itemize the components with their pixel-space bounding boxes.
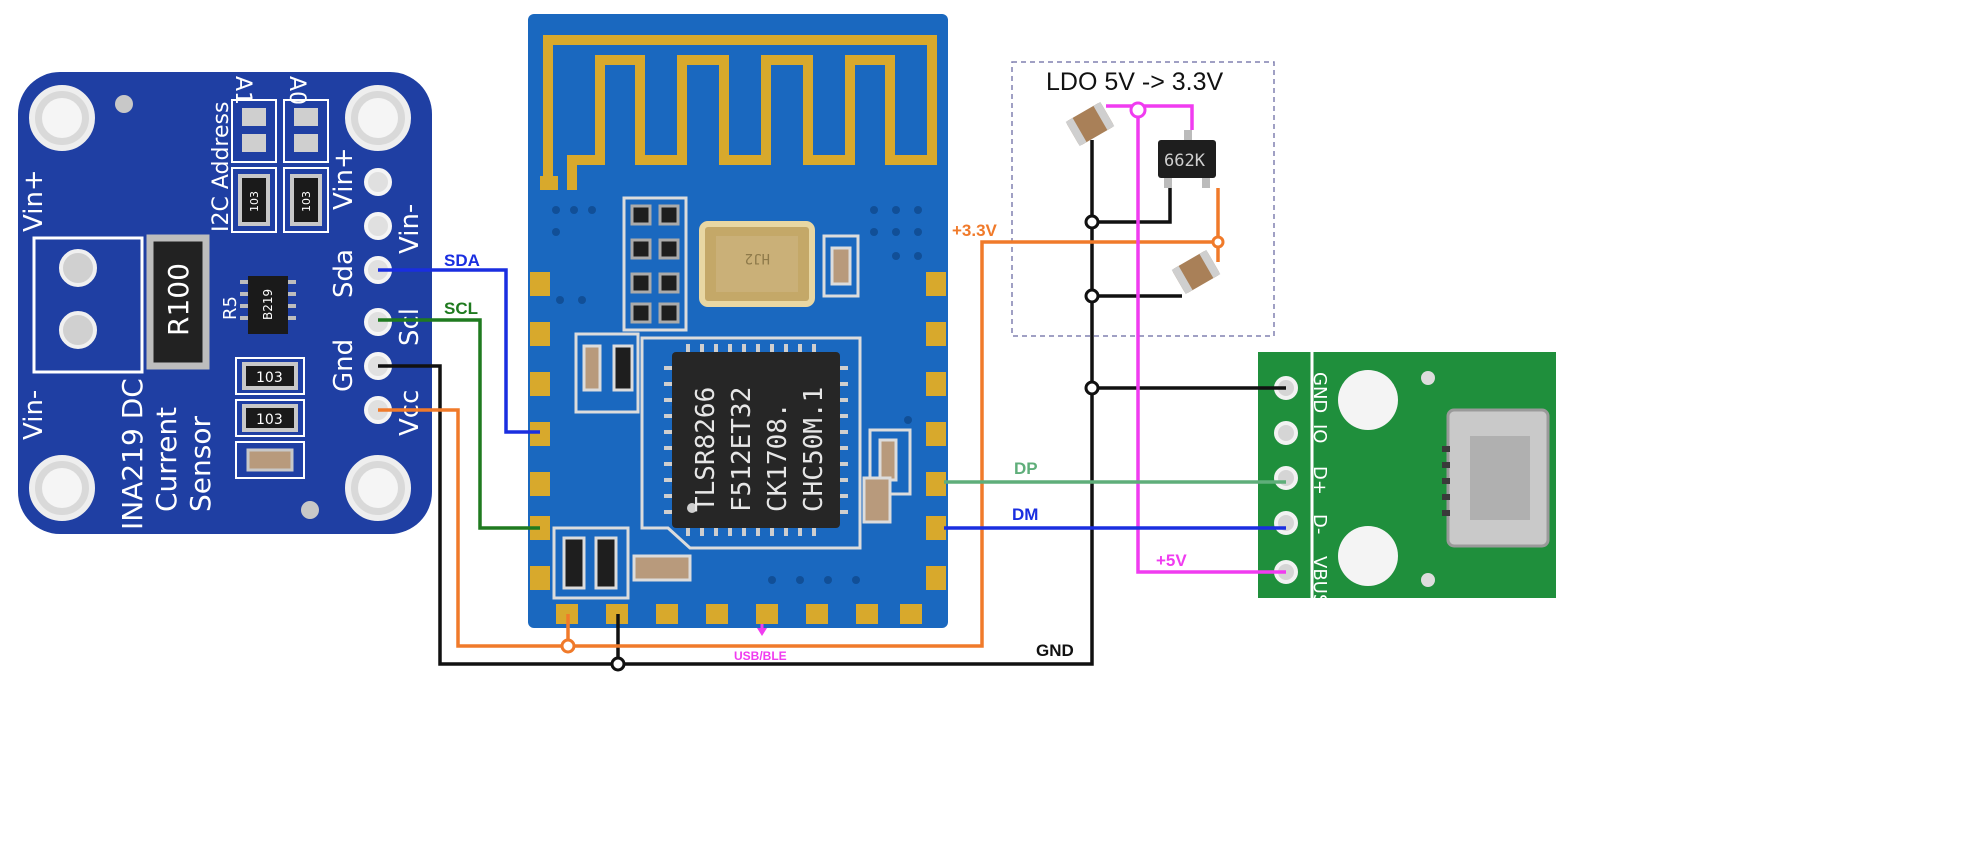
pin-pad: [364, 212, 392, 240]
usb-pin-label-vbus: VBUS: [1309, 556, 1330, 605]
wires: [378, 104, 1286, 666]
ble-module: HJ2 TLSR8266 F512ET32 CK1708. CHC50M.1: [528, 14, 948, 628]
chip-marking-line-2: F512ET32: [727, 387, 757, 512]
board-title-line-3: Sensor: [184, 416, 217, 512]
usb-pin-label-dplus: D+: [1309, 466, 1330, 495]
capacitor: [1171, 249, 1221, 295]
junction-dot: [610, 656, 626, 672]
shunt-ref: R5: [220, 296, 241, 320]
v33-label: +3.3V: [952, 221, 998, 240]
usb-pin-label-io: IO: [1309, 424, 1330, 443]
terminal-label-vin-plus: Vin+: [19, 169, 49, 232]
pin-label-gnd: Gnd: [329, 339, 359, 392]
pin-pad: [364, 308, 392, 336]
wire-labels: SDA SCL +3.3V DP DM +5V GND USB/BLE: [444, 221, 1187, 663]
pin-label-vin-plus: Vin+: [329, 147, 359, 210]
crystal-marking: HJ2: [745, 250, 770, 266]
sda-label: SDA: [444, 251, 480, 270]
usb-breakout-board: GND IO D+ D- VBUS: [1258, 352, 1556, 605]
dp-label: DP: [1014, 459, 1038, 478]
capacitor: [1065, 101, 1115, 147]
tlsr8266-chip: [672, 352, 840, 528]
chip-marking-line-3: CK1708.: [763, 402, 793, 512]
usb-pin-pad: [1274, 466, 1298, 490]
junction-dot: [1084, 380, 1100, 396]
ldo-title: LDO 5V -> 3.3V: [1046, 68, 1223, 96]
shunt-label: R100: [162, 263, 195, 336]
screw-terminal: [32, 236, 144, 374]
pin-label-scl: Scl: [395, 308, 425, 346]
junction-dot: [1084, 214, 1100, 230]
junction-dot: [1084, 288, 1100, 304]
usb-pin-pad: [1274, 511, 1298, 535]
terminal-label-vin-minus: Vin-: [19, 390, 49, 440]
usb-ble-label: USB/BLE: [734, 649, 787, 663]
pcb-antenna: [543, 35, 937, 190]
ina219-board: Vin+ Vin- R100 R5 B219 I2C Address A1 A0…: [18, 72, 432, 534]
ina219-ic-marking: B219: [261, 289, 275, 320]
dm-label: DM: [1012, 505, 1038, 524]
resistor-marking: 103: [248, 191, 261, 212]
resistor-marking: 103: [300, 191, 313, 212]
ldo-box: [1011, 61, 1275, 337]
ldo-section: LDO 5V -> 3.3V 662K: [1011, 61, 1275, 337]
scl-wire: [378, 318, 540, 530]
chip-marking-line-1: TLSR8266: [691, 387, 721, 512]
resistor-marking: 103: [256, 412, 283, 428]
chip-marking-line-4: CHC50M.1: [799, 387, 829, 512]
shunt-resistor: [146, 234, 210, 370]
board-title-line-1: INA219 DC: [116, 378, 149, 530]
pin-label-vin-minus: Vin-: [395, 204, 425, 254]
resistor-marking: 103: [256, 370, 283, 386]
board-title-line-2: Current: [150, 407, 183, 512]
ina219-ic: [248, 276, 288, 334]
sda-wire: [378, 268, 540, 434]
i2c-address-label: I2C Address: [209, 102, 234, 232]
pin-label-sda: Sda: [329, 249, 359, 298]
usb-pin-pad: [1274, 421, 1298, 445]
gnd-label: GND: [1036, 641, 1074, 660]
junctions: [560, 101, 1225, 672]
junction-dot: [1129, 101, 1147, 119]
v5-wire: [1136, 112, 1286, 574]
junction-dot: [1211, 235, 1225, 249]
junction-dot: [560, 638, 576, 654]
pin-label-vcc: Vcc: [395, 390, 425, 436]
regulator-marking: 662K: [1164, 151, 1206, 171]
usb-pin-label-gnd: GND: [1309, 372, 1330, 413]
usb-pin-label-dminus: D-: [1309, 514, 1330, 534]
ldo-regulator: [1158, 140, 1216, 178]
scl-label: SCL: [444, 299, 478, 318]
pin-pad: [364, 168, 392, 196]
v5-label: +5V: [1156, 551, 1187, 570]
